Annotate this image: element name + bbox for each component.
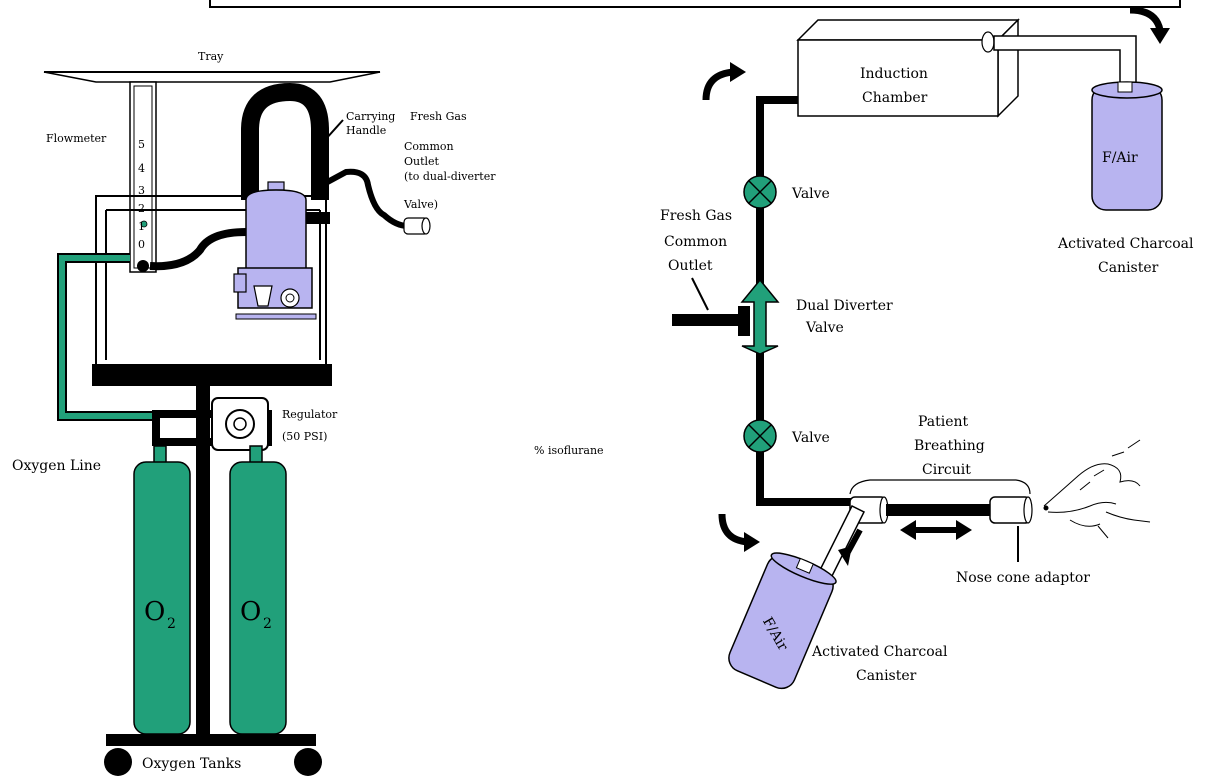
charcoal-bottom-label-1: Activated Charcoal xyxy=(811,644,948,660)
charcoal-top-label-2: Canister xyxy=(1098,260,1159,276)
flowmeter-to-vaporizer-hose xyxy=(149,228,247,271)
flowmeter-scale-0: 0 xyxy=(138,238,145,251)
flow-arrow-to-canister xyxy=(838,528,863,566)
fgo-left-label-5: Valve) xyxy=(403,198,438,211)
oxygen-tanks-label: Oxygen Tanks xyxy=(142,756,241,772)
flowmeter-scale-2: 2 xyxy=(138,202,145,215)
patient-circuit-label-1: Patient xyxy=(918,414,969,430)
fgo-left-label-2: Common xyxy=(404,140,454,153)
flow-arrow-top-left xyxy=(702,68,735,101)
oxygen-tank-right-sub: 2 xyxy=(263,616,272,632)
fgo-right-label-1: Fresh Gas xyxy=(660,208,732,224)
flow-arrow-bottom-left xyxy=(718,513,749,546)
isoflurane-label: % isoflurane xyxy=(534,444,604,457)
mouse-sketch xyxy=(1043,439,1151,539)
fresh-gas-outlet-hose xyxy=(320,168,409,229)
fgo-left-label-1: Fresh Gas xyxy=(410,110,467,123)
double-headed-arrow xyxy=(900,520,972,540)
flowmeter-scale-1: 1 xyxy=(138,220,145,233)
oxygen-tank-left xyxy=(133,445,191,735)
valve-top[interactable] xyxy=(743,175,777,209)
vaporizer xyxy=(233,181,330,320)
valve-bottom-label: Valve xyxy=(791,430,830,446)
oxygen-tank-left-sub: 2 xyxy=(167,616,176,632)
valve-bottom[interactable] xyxy=(743,419,777,453)
flowmeter-scale-4: 4 xyxy=(138,162,145,175)
dual-diverter-label-2: Valve xyxy=(805,320,844,336)
oxygen-tank-right xyxy=(229,445,287,735)
regulator-label-2: (50 PSI) xyxy=(282,430,327,443)
fgo-left-label-3: Outlet xyxy=(404,155,440,168)
flow-arrow-top-left-head xyxy=(730,62,746,82)
fgo-left-label-4: (to dual-diverter xyxy=(404,170,496,183)
charcoal-canister-bottom xyxy=(728,552,837,690)
fgo-right-pointer xyxy=(691,277,709,311)
top-frame xyxy=(209,0,1181,8)
patient-breathing-circuit xyxy=(849,479,1033,524)
nose-cone-label: Nose cone adaptor xyxy=(956,570,1090,586)
charcoal-top-label-1: Activated Charcoal xyxy=(1057,236,1194,252)
induction-chamber-label-2: Chamber xyxy=(862,90,928,106)
regulator xyxy=(152,397,272,451)
dual-diverter-valve[interactable] xyxy=(672,278,780,355)
oxygen-line-label: Oxygen Line xyxy=(12,458,101,474)
oxygen-tank-right-label: O xyxy=(240,597,261,627)
tray xyxy=(43,71,381,83)
main-supply-pipe-bottom xyxy=(756,448,854,506)
charcoal-canister-top xyxy=(1091,81,1163,211)
flow-arrow-top-right-head xyxy=(1150,28,1170,44)
induction-chamber xyxy=(796,18,1020,118)
flow-arrow-top-right xyxy=(1129,6,1164,31)
induction-chamber-label-1: Induction xyxy=(860,66,928,82)
fgo-right-label-3: Outlet xyxy=(668,258,713,274)
patient-circuit-label-2: Breathing xyxy=(914,438,985,454)
flow-arrow-bottom-left-head xyxy=(744,532,760,552)
flowmeter-scale-5: 5 xyxy=(138,138,145,151)
fgo-right-label-2: Common xyxy=(664,234,727,250)
circuit-to-canister-tube xyxy=(816,504,866,582)
dual-diverter-label-1: Dual Diverter xyxy=(796,298,893,314)
carrying-handle-pointer xyxy=(324,119,344,141)
valve-top-label: Valve xyxy=(791,186,830,202)
carrying-handle-label-2: Handle xyxy=(346,124,386,137)
tray-label: Tray xyxy=(198,50,224,63)
main-supply-pipe-upper xyxy=(756,96,802,180)
oxygen-tank-left-label: O xyxy=(144,597,165,627)
charcoal-bottom-label-2: Canister xyxy=(856,668,917,684)
fresh-gas-outlet-connector xyxy=(403,217,431,235)
regulator-label-1: Regulator xyxy=(282,408,338,421)
oxygen-line xyxy=(57,253,160,421)
carrying-handle-label-1: Carrying xyxy=(346,110,395,123)
carrying-handle xyxy=(241,82,329,200)
cart-frame xyxy=(92,195,332,744)
cart-base xyxy=(104,734,322,776)
charcoal-canister-top-label: F/Air xyxy=(1102,150,1138,166)
flowmeter-label: Flowmeter xyxy=(46,132,107,145)
patient-circuit-label-3: Circuit xyxy=(922,462,971,478)
flowmeter xyxy=(129,81,157,273)
flowmeter-scale-3: 3 xyxy=(138,184,145,197)
